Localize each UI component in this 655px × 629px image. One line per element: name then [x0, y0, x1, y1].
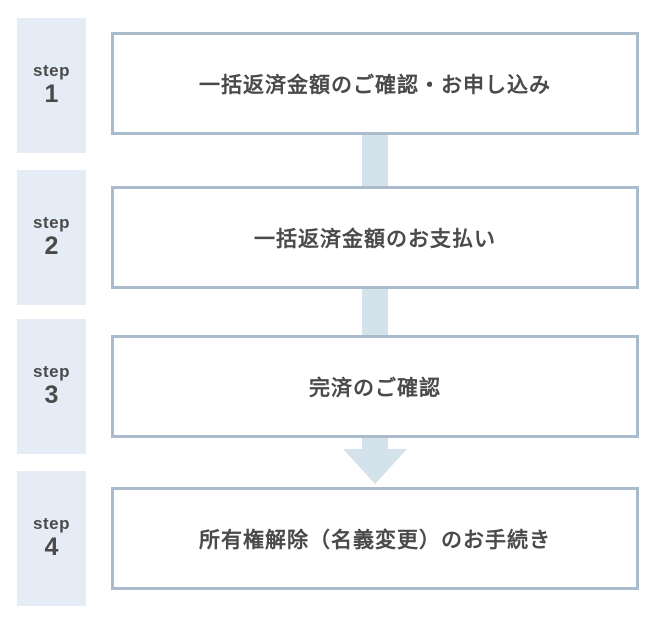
step-number: 3: [44, 381, 59, 410]
step-word: step: [33, 513, 70, 533]
step-2-box: 一括返済金額のお支払い: [111, 186, 639, 289]
step-4-label: step 4: [17, 471, 86, 606]
connector-step2-step3: [362, 281, 388, 339]
step-1-box: 一括返済金額のご確認・お申し込み: [111, 32, 639, 135]
step-3-text: 完済のご確認: [309, 376, 441, 400]
step-2-text: 一括返済金額のお支払い: [254, 227, 496, 251]
step-word: step: [33, 60, 70, 80]
step-word: step: [33, 361, 70, 381]
step-number: 4: [44, 533, 59, 562]
step-4-text: 所有権解除（名義変更）のお手続き: [199, 528, 551, 552]
step-number: 2: [44, 232, 59, 261]
step-number: 1: [44, 80, 59, 109]
step-3-box: 完済のご確認: [111, 335, 639, 438]
connector-step3-step4: [343, 430, 407, 484]
arrow-down-icon: [343, 449, 407, 484]
step-word: step: [33, 212, 70, 232]
step-3-label: step 3: [17, 319, 86, 454]
step-1-label: step 1: [17, 18, 86, 153]
step-2-label: step 2: [17, 170, 86, 305]
step-1-text: 一括返済金額のご確認・お申し込み: [199, 73, 551, 97]
connector-step1-step2: [362, 130, 388, 190]
step-4-box: 所有権解除（名義変更）のお手続き: [111, 487, 639, 590]
